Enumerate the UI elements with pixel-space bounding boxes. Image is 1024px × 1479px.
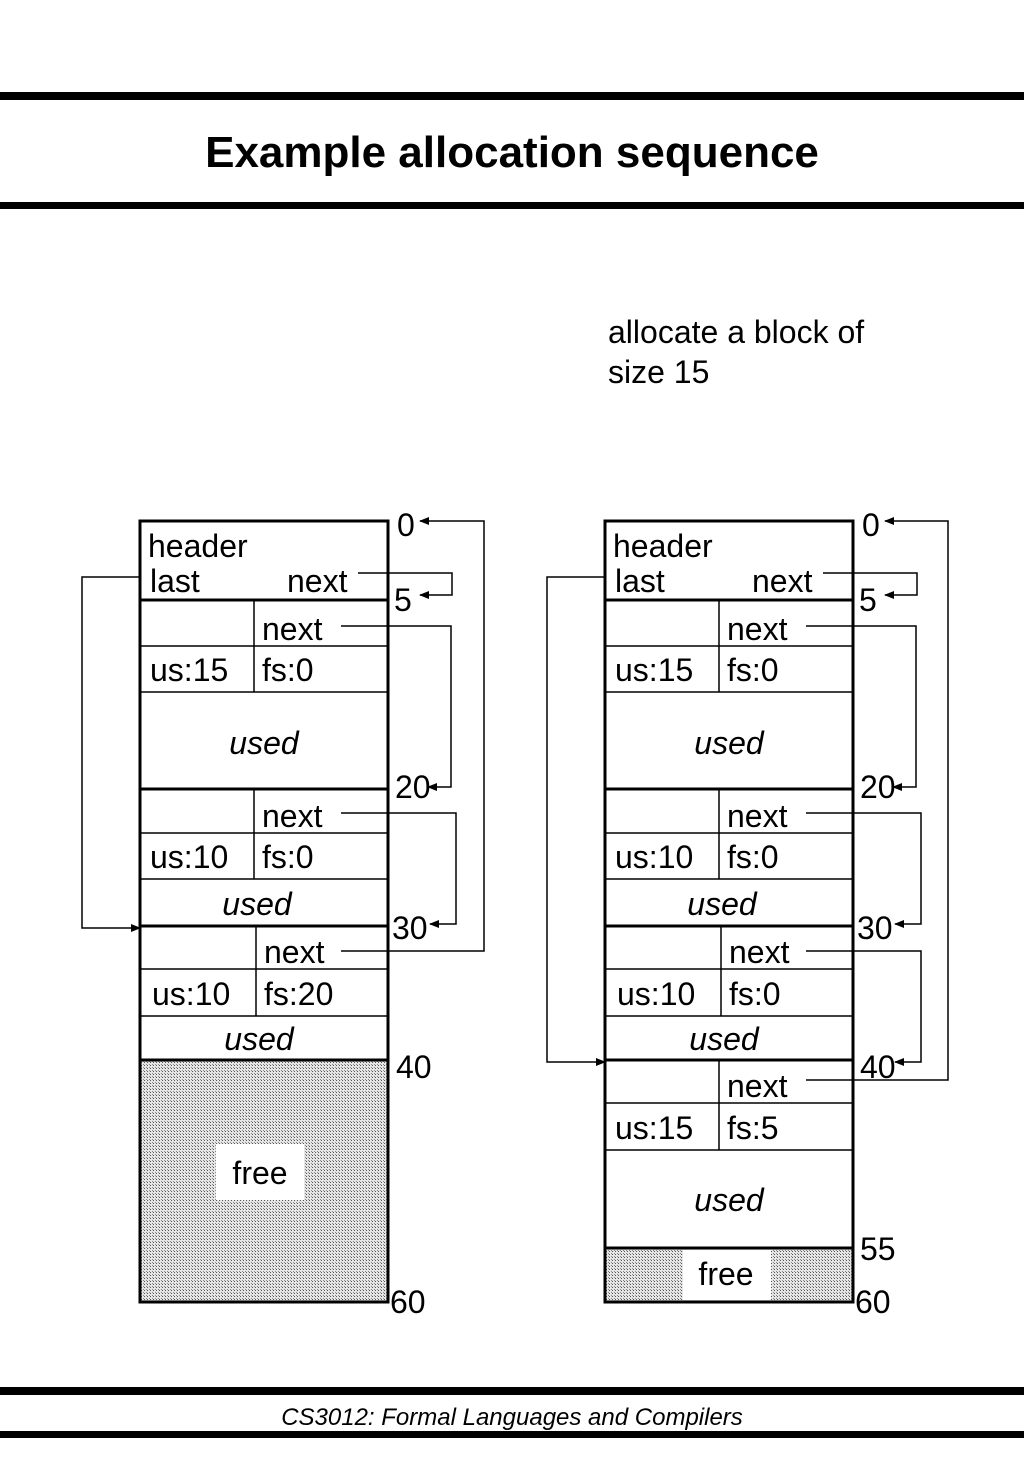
offset-after-0: 0: [862, 507, 880, 543]
offset-before-60: 60: [390, 1284, 426, 1320]
header-next-arrow-after: [823, 572, 918, 599]
next-arrow-after-4: [806, 517, 949, 1081]
caption-line-2: size 15: [608, 354, 710, 390]
last-pointer-after: [546, 576, 606, 1066]
next-label-after-4: next: [727, 1068, 788, 1104]
next-label-before-1: next: [262, 611, 323, 647]
offset-before-30: 30: [392, 910, 428, 946]
fs-label-before-3: fs:20: [264, 976, 333, 1012]
used-label-after-2: used: [687, 886, 758, 922]
offset-before-0: 0: [397, 507, 415, 543]
page-title: Example allocation sequence: [205, 128, 819, 177]
bottom-rule-upper: [0, 1387, 1024, 1395]
used-label-before-2: used: [222, 886, 293, 922]
free-label-box-after: [683, 1250, 771, 1300]
fs-label-before-1: fs:0: [262, 652, 314, 688]
next-arrow-before-3: [341, 517, 485, 952]
free-label-before: free: [232, 1155, 287, 1191]
used-label-after-1: used: [694, 725, 765, 761]
caption-line-1: allocate a block of: [608, 314, 865, 350]
top-rule-upper: [0, 92, 1024, 100]
last-label-after: last: [615, 563, 665, 599]
us-label-before-1: us:15: [150, 652, 228, 688]
fs-label-after-4: fs:5: [727, 1110, 779, 1146]
top-rule-lower: [0, 202, 1024, 209]
next-label-after-header: next: [752, 563, 813, 599]
next-label-after-1: next: [727, 611, 788, 647]
next-arrow-before-2: [341, 812, 457, 928]
offset-before-5: 5: [394, 582, 412, 618]
us-label-before-2: us:10: [150, 839, 228, 875]
next-label-before-header: next: [287, 563, 348, 599]
used-label-after-3: used: [689, 1021, 760, 1057]
header-next-arrow-before: [358, 572, 453, 599]
footer-text: CS3012: Formal Languages and Compilers: [281, 1404, 743, 1431]
offset-after-55: 55: [860, 1231, 896, 1267]
next-arrow-after-3: [806, 950, 922, 1066]
next-arrow-before-1: [341, 625, 452, 791]
us-label-before-3: us:10: [152, 976, 230, 1012]
free-label-box-before: [216, 1144, 304, 1200]
offset-before-40: 40: [396, 1049, 432, 1085]
used-label-after-4: used: [694, 1182, 765, 1218]
us-label-after-4: us:15: [615, 1110, 693, 1146]
us-label-after-2: us:10: [615, 839, 693, 875]
next-arrow-after-2: [806, 812, 922, 928]
offset-after-30: 30: [857, 910, 893, 946]
next-label-after-2: next: [727, 798, 788, 834]
bottom-rule-lower: [0, 1431, 1024, 1438]
memory-outline-after: [603, 519, 855, 1304]
offset-after-60: 60: [855, 1284, 891, 1320]
memory-after: header last next next us:15 fs:0 used ne…: [546, 507, 949, 1320]
fs-label-before-2: fs:0: [262, 839, 314, 875]
us-label-after-1: us:15: [615, 652, 693, 688]
fs-label-after-2: fs:0: [727, 839, 779, 875]
memory-outline-before: [138, 519, 390, 1304]
next-label-before-2: next: [262, 798, 323, 834]
header-label-before: header: [148, 528, 248, 564]
header-label-after: header: [613, 528, 713, 564]
next-label-before-3: next: [264, 934, 325, 970]
offset-before-20: 20: [395, 769, 431, 805]
last-pointer-before: [81, 576, 141, 932]
last-label-before: last: [150, 563, 200, 599]
used-label-before-3: used: [224, 1021, 295, 1057]
offset-after-5: 5: [859, 582, 877, 618]
memory-before: header last next next us:15 fs:0 used ne…: [81, 507, 485, 1320]
used-label-before-1: used: [229, 725, 300, 761]
fs-label-after-3: fs:0: [729, 976, 781, 1012]
free-label-after: free: [698, 1256, 753, 1292]
fs-label-after-1: fs:0: [727, 652, 779, 688]
offset-after-40: 40: [860, 1049, 896, 1085]
caption: allocate a block of size 15: [608, 312, 864, 392]
offset-after-20: 20: [860, 769, 896, 805]
us-label-after-3: us:10: [617, 976, 695, 1012]
next-arrow-after-1: [806, 625, 917, 791]
next-label-after-3: next: [729, 934, 790, 970]
